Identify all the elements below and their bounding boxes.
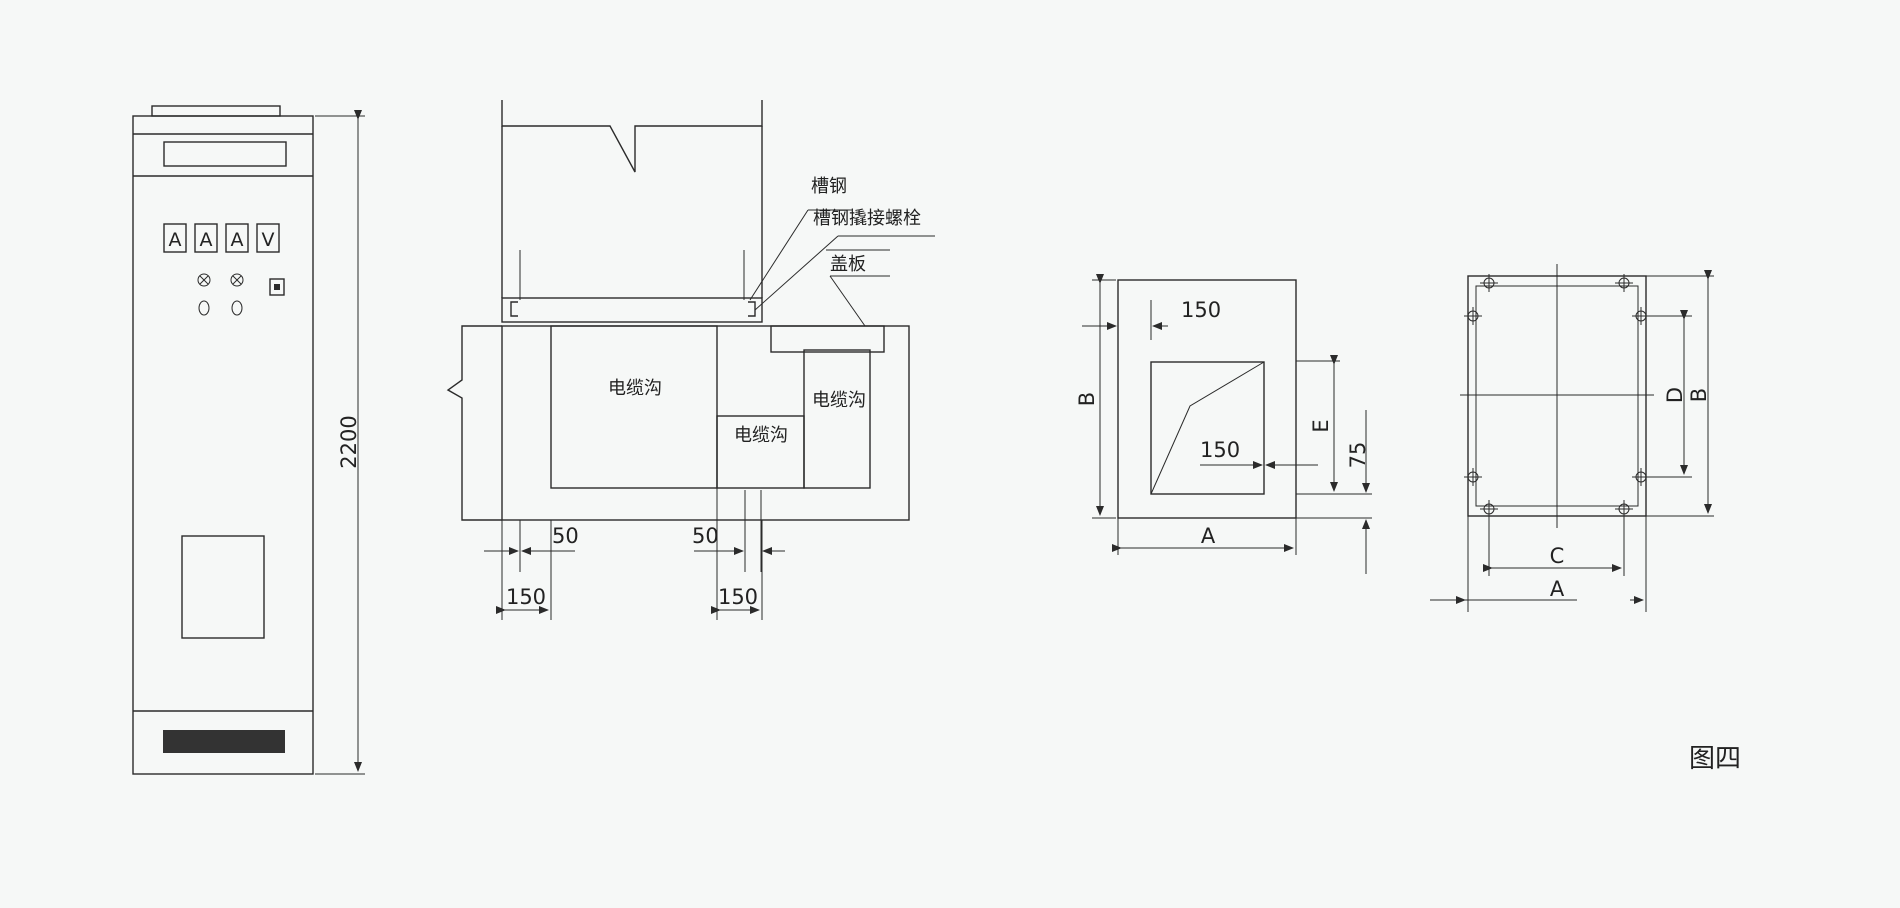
opening-hole bbox=[1150, 361, 1265, 495]
cover-plate-label: 盖板 bbox=[830, 254, 866, 275]
height-value: 2200 bbox=[337, 415, 361, 468]
cabinet-window bbox=[181, 535, 265, 639]
trench-cavity-right bbox=[803, 349, 871, 489]
opening-75-label: 75 bbox=[1346, 442, 1370, 469]
channel-steel-right-icon bbox=[748, 301, 756, 317]
trench-label-center: 电缆沟 bbox=[734, 425, 788, 446]
voltmeter bbox=[256, 223, 280, 253]
opening-frame bbox=[1117, 279, 1297, 519]
cabinet-front-view: A A A V 2200 bbox=[132, 105, 365, 775]
dim-50-left: 50 bbox=[552, 524, 579, 548]
base-c-label: C bbox=[1550, 544, 1565, 568]
push-button-icon bbox=[231, 300, 243, 316]
opening-a-label: A bbox=[1201, 524, 1216, 548]
cover-plate bbox=[770, 325, 885, 353]
indicator-lamp-icon bbox=[197, 273, 211, 287]
channel-steel bbox=[501, 297, 763, 323]
base-d-label: D bbox=[1663, 387, 1687, 403]
trench-cavity-center bbox=[716, 415, 805, 489]
dim-150-top: 150 bbox=[1181, 298, 1221, 322]
ammeter-3 bbox=[225, 223, 249, 253]
opening-b-label: B bbox=[1075, 392, 1099, 406]
meter-label: A bbox=[169, 229, 182, 251]
meter-label: A bbox=[231, 229, 244, 251]
cabinet-body bbox=[132, 115, 314, 775]
ammeter-2 bbox=[194, 223, 218, 253]
channel-steel-left-icon bbox=[510, 301, 518, 317]
floor-opening-plan: B 150 150 E 75 A bbox=[1075, 274, 1372, 574]
cabinet-top-cap bbox=[151, 105, 281, 117]
cabinet-nameplate bbox=[163, 141, 287, 167]
trench-section-view: 电缆沟 电缆沟 电缆沟 槽钢 槽钢撬接螺栓 盖板 50 150 50 150 bbox=[446, 100, 935, 620]
trench-cavity-left bbox=[550, 325, 718, 489]
base-b-label: B bbox=[1687, 388, 1711, 402]
ammeter-1 bbox=[163, 223, 187, 253]
trench-label-right: 电缆沟 bbox=[812, 390, 866, 411]
base-plan: D B C A bbox=[1430, 264, 1714, 612]
height-dimension: 2200 bbox=[315, 110, 365, 775]
indicator-lamp-icon bbox=[230, 273, 244, 287]
bolt-label: 槽钢撬接螺栓 bbox=[813, 208, 921, 229]
push-button-icon bbox=[198, 300, 210, 316]
meter-label: V bbox=[262, 229, 275, 251]
cabinet-base-plate bbox=[163, 730, 285, 753]
indicator-lamps bbox=[197, 273, 285, 316]
dim-150-right: 150 bbox=[718, 585, 758, 609]
opening-e-label: E bbox=[1309, 419, 1333, 432]
channel-steel-label: 槽钢 bbox=[811, 176, 847, 197]
trench-label-left: 电缆沟 bbox=[608, 378, 662, 399]
cable-trench-body bbox=[501, 325, 910, 521]
selector-switch-icon bbox=[269, 278, 285, 296]
dim-50-right: 50 bbox=[692, 524, 719, 548]
meter-group: A A A V bbox=[163, 223, 280, 253]
dim-150-left: 150 bbox=[506, 585, 546, 609]
figure-caption: 图四 bbox=[1689, 744, 1741, 774]
meter-label: A bbox=[200, 229, 213, 251]
base-a-label: A bbox=[1550, 577, 1565, 601]
dim-150-mid: 150 bbox=[1200, 438, 1240, 462]
